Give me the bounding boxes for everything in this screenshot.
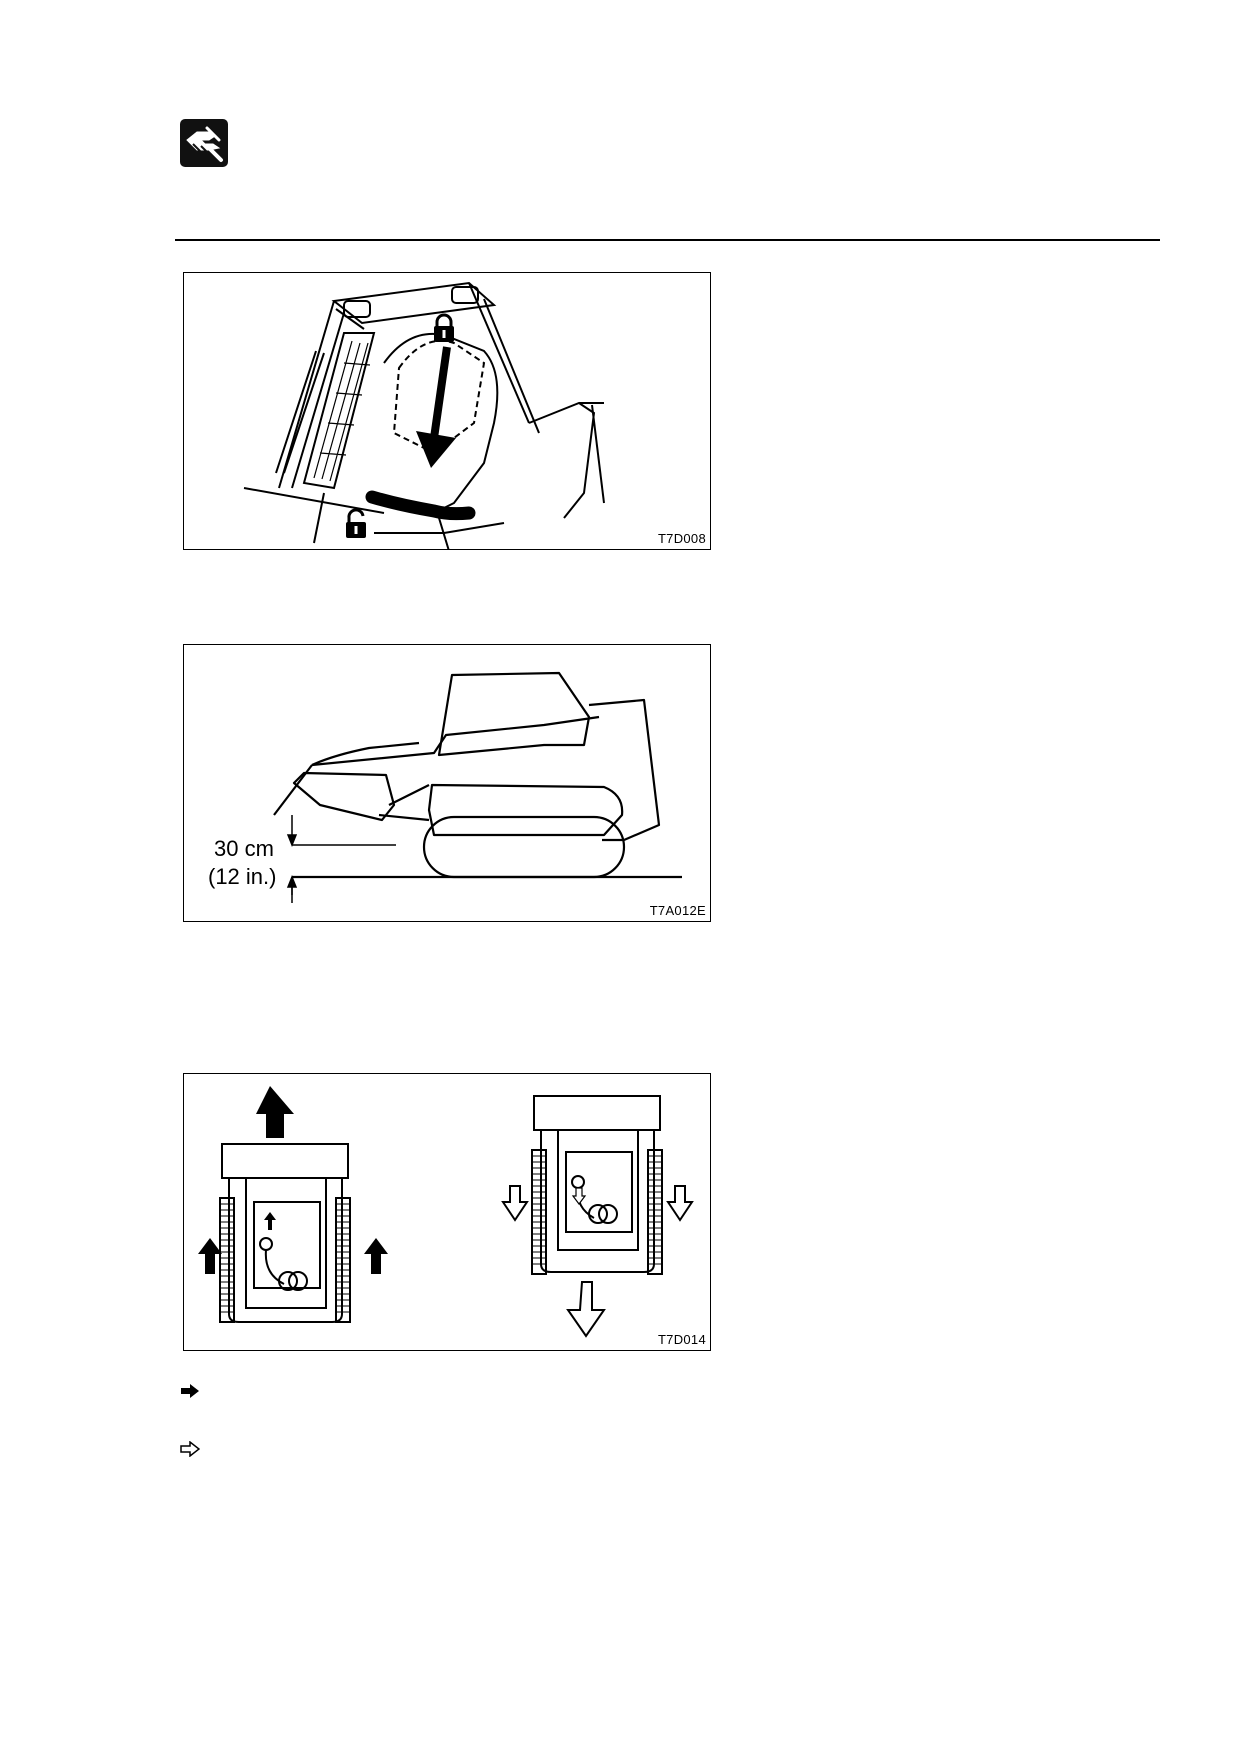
figure-code: T7D008 <box>657 531 706 546</box>
figure-safety-bar: T7D008 <box>183 272 711 550</box>
loader-side-view-illustration <box>273 671 682 903</box>
solid-right-arrow-icon <box>180 1383 200 1404</box>
dimension-metric: 30 cm <box>214 836 274 861</box>
figure-travel-direction: T7D014 <box>183 1073 711 1351</box>
figure-bucket-height: 30 cm (12 in.) T7A012E <box>183 644 711 922</box>
travel-direction-illustration <box>198 1086 694 1338</box>
down-arrow-icon <box>416 346 456 468</box>
figure-code: T7D014 <box>657 1332 706 1347</box>
header-divider <box>175 239 1160 241</box>
safety-bar-illustration <box>243 281 605 549</box>
hand-operation-icon <box>179 118 229 168</box>
figure-code: T7A012E <box>649 903 706 918</box>
backward-arrow-icon <box>501 1185 694 1338</box>
outline-right-arrow-icon <box>180 1440 201 1462</box>
lock-closed-icon <box>434 313 454 342</box>
lock-open-icon <box>346 508 366 538</box>
dimension-imperial: (12 in.) <box>208 864 277 889</box>
forward-arrow-icon <box>198 1086 388 1274</box>
